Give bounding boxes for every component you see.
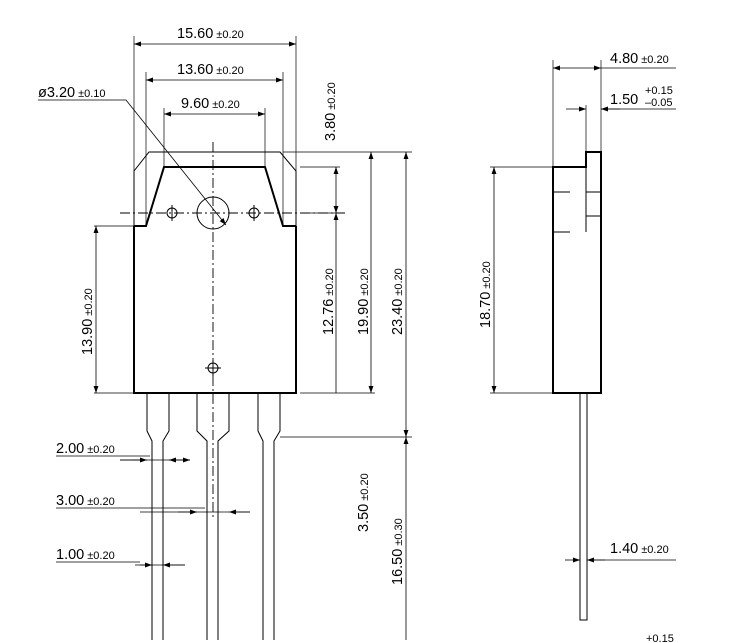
label-1-00: 1.00±0.20 xyxy=(56,547,115,563)
tab-inner-outline xyxy=(134,166,296,227)
lead-left xyxy=(146,393,170,640)
label-4-80: 4.80±0.20 xyxy=(610,51,669,67)
label-3-50: 3.50±0.20 xyxy=(356,473,372,532)
lead-right xyxy=(257,393,281,640)
hole-leader xyxy=(38,99,227,226)
side-body xyxy=(552,151,602,394)
label-partial-tol: +0.15 xyxy=(646,633,674,643)
label-1-50-tol-minus: –0.05 xyxy=(645,97,673,109)
label-16-50: 16.50±0.30 xyxy=(390,518,406,585)
label-13-90: 13.90±0.20 xyxy=(80,288,96,355)
package-body xyxy=(133,226,297,394)
side-lead xyxy=(579,393,588,621)
label-13-60: 13.60±0.20 xyxy=(177,62,244,78)
front-view: 15.60±0.20 13.60±0.20 9.60±0.20 ø3.20±0.… xyxy=(38,26,412,640)
label-3-80: 3.80±0.20 xyxy=(323,82,339,141)
label-19-90: 19.90±0.20 xyxy=(356,268,372,335)
label-23-40: 23.40±0.20 xyxy=(390,268,406,335)
label-9-60: 9.60±0.20 xyxy=(181,96,240,112)
tab-outer-outline xyxy=(133,151,297,226)
label-1-50-tol-plus: +0.15 xyxy=(645,85,673,97)
label-hole-dia: ø3.20±0.10 xyxy=(38,85,106,101)
label-15-60: 15.60±0.20 xyxy=(177,26,244,42)
label-2-00: 2.00±0.20 xyxy=(56,441,115,457)
lead-middle xyxy=(196,393,230,640)
label-12-76: 12.76±0.20 xyxy=(321,268,337,335)
label-1-40: 1.40±0.20 xyxy=(610,541,669,557)
label-1-50: 1.50 xyxy=(610,92,638,108)
side-view: 4.80±0.20 1.50 +0.15 –0.05 18.70±0.20 1.… xyxy=(478,51,676,643)
label-3-00: 3.00±0.20 xyxy=(56,493,115,509)
label-18-70: 18.70±0.20 xyxy=(478,261,494,328)
